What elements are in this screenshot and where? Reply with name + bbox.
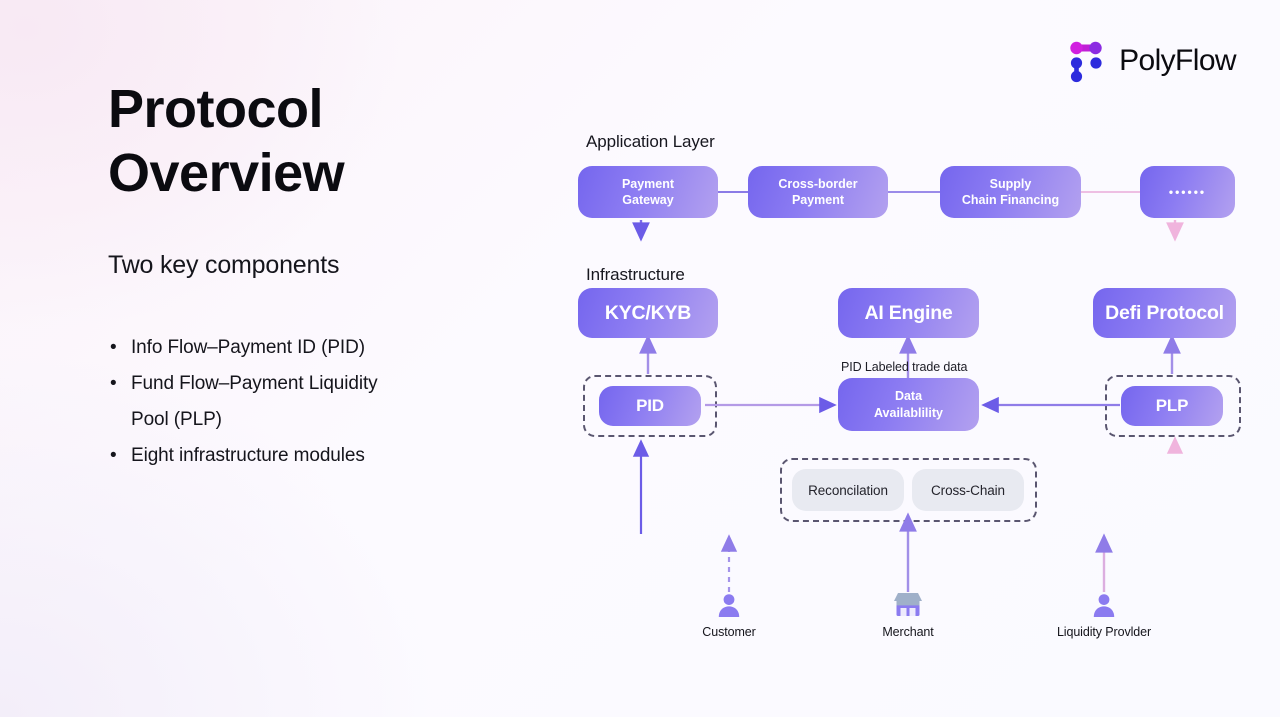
app-node-cross-border-payment[interactable]: Cross-border Payment [748,166,888,218]
bullet-list: • Info Flow–Payment ID (PID) • Fund Flow… [108,330,538,474]
list-item: • Eight infrastructure modules [108,438,408,474]
list-item: • Fund Flow–Payment Liquidity Pool (PLP) [108,366,408,438]
core-node-data-availability[interactable]: Data Availablility [838,378,979,431]
store-icon [894,593,922,616]
list-item: • Info Flow–Payment ID (PID) [108,330,408,366]
brand-logo: PolyFlow [1069,38,1237,84]
application-layer-label: Application Layer [586,132,715,151]
bullet-marker-icon: • [110,337,117,359]
bullet-marker-icon: • [110,445,117,467]
actor-label: Merchant [882,625,934,639]
actor-customer[interactable]: Customer [659,591,799,639]
app-node-supply-chain-financing[interactable]: Supply Chain Financing [940,166,1081,218]
actor-merchant[interactable]: Merchant [838,591,978,639]
list-item-label: Fund Flow–Payment Liquidity Pool (PLP) [131,373,378,431]
actor-liquidity-provider[interactable]: Liquidity Provlder [1034,591,1174,639]
person-icon [1093,594,1115,617]
list-item-label: Info Flow–Payment ID (PID) [131,337,365,359]
bullet-marker-icon: • [110,373,117,395]
person-icon [718,594,740,617]
infra-node-defi-protocol[interactable]: Defi Protocol [1093,288,1236,338]
subtitle: Two key components [108,251,340,280]
polyflow-logo-icon [1070,41,1102,83]
annotation-pid-labeled-trade-data: PID Labeled trade data [841,360,968,374]
list-item-label: Eight infrastructure modules [131,445,365,467]
infrastructure-layer-label: Infrastructure [586,265,685,284]
left-panel: Protocol Overview Two key components • I… [108,78,538,474]
infra-node-kyc-kyb[interactable]: KYC/KYB [578,288,718,338]
actor-label: Liquidity Provlder [1056,625,1152,639]
core-node-plp[interactable]: PLP [1121,386,1223,426]
brand-name: PolyFlow [1119,44,1237,77]
module-node-reconciliation[interactable]: Reconcilation [792,469,904,511]
infra-node-ai-engine[interactable]: AI Engine [838,288,979,338]
page-title: Protocol Overview [108,79,345,203]
core-node-pid[interactable]: PID [599,386,701,426]
app-node-payment-gateway[interactable]: Payment Gateway [578,166,718,218]
module-node-cross-chain[interactable]: Cross-Chain [912,469,1024,511]
actor-label: Customer [702,625,756,639]
app-node-more[interactable]: •••••• [1140,166,1235,218]
